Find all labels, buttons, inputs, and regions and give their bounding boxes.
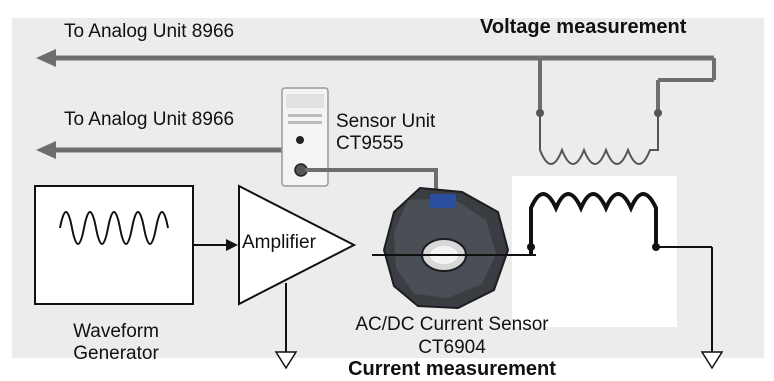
sensor-unit-name: Sensor Unit xyxy=(336,111,436,132)
waveform-generator xyxy=(34,185,194,305)
sensor-cable xyxy=(305,168,438,190)
voltage-measurement-heading: Voltage measurement xyxy=(480,16,687,38)
current-sensor-device xyxy=(382,186,510,310)
top-arrow-to-analog-unit xyxy=(36,49,714,67)
amplifier-symbol xyxy=(238,184,357,306)
amplifier-label: Amplifier xyxy=(242,232,316,253)
transformer-backdrop xyxy=(512,176,677,327)
sensor-unit-device xyxy=(281,87,329,187)
voltage-tap-wires xyxy=(538,58,716,110)
voltage-coil xyxy=(536,109,662,165)
load-ground xyxy=(656,246,724,370)
current-measurement-heading: Current measurement xyxy=(348,358,556,380)
generator-to-amplifier-wire xyxy=(193,239,238,251)
waveform-label-line2: Generator xyxy=(73,343,159,364)
current-sensor-model: CT6904 xyxy=(418,337,486,358)
amplifier-ground xyxy=(274,283,298,370)
waveform-label-line1: Waveform xyxy=(73,321,159,342)
sensor-unit-model: CT9555 xyxy=(336,133,404,154)
current-sensor-name: AC/DC Current Sensor xyxy=(355,314,549,335)
middle-arrow-to-analog-unit xyxy=(36,141,298,159)
top-analog-unit-label: To Analog Unit 8966 xyxy=(64,21,235,42)
middle-analog-unit-label: To Analog Unit 8966 xyxy=(64,109,235,130)
